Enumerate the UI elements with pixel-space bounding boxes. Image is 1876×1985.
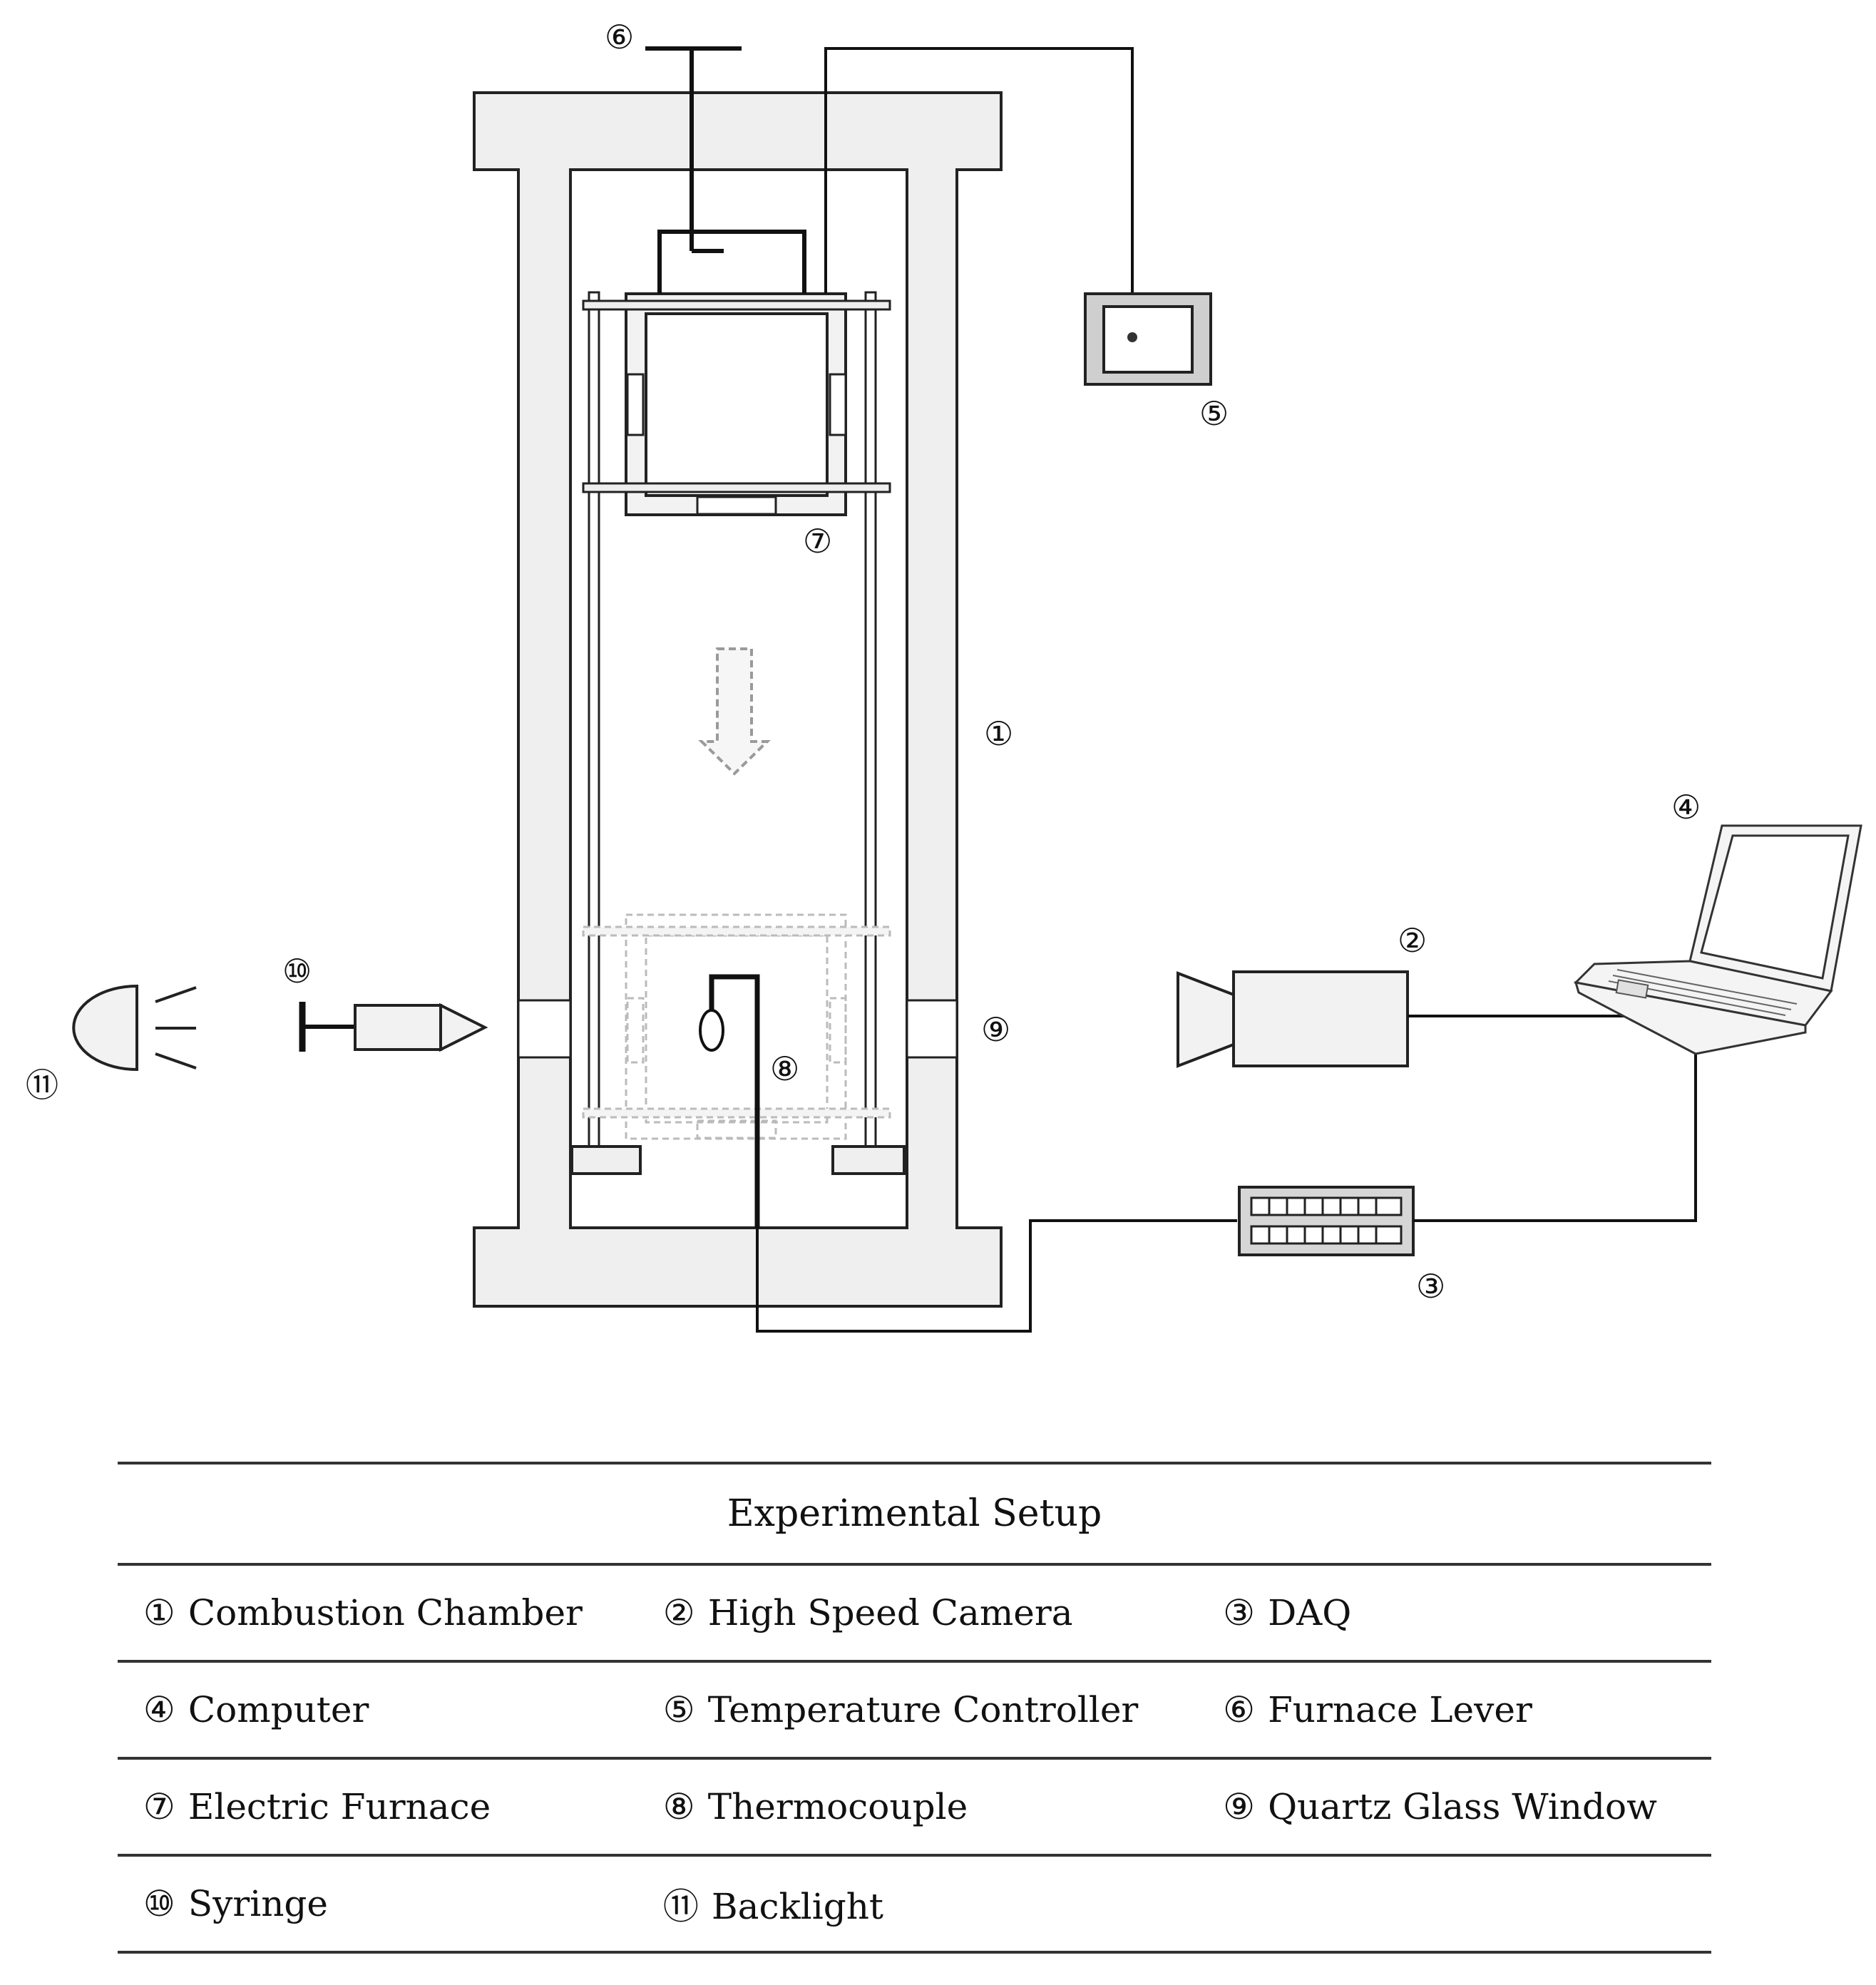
legend-title: Experimental Setup: [118, 1462, 1711, 1566]
temperature-controller: [1084, 292, 1212, 386]
legend-table: Experimental Setup ① Combustion Chamber ②…: [118, 1462, 1711, 1954]
marker-5: ⑤: [1199, 394, 1229, 433]
legend-number: ⑦: [143, 1786, 175, 1827]
legend-item: ⑩ Syringe: [118, 1854, 637, 1954]
legend-label: Temperature Controller: [707, 1689, 1139, 1730]
marker-4: ④: [1671, 788, 1701, 826]
legend-label: Electric Furnace: [188, 1786, 491, 1827]
legend-number: ④: [143, 1689, 175, 1730]
legend-label: Furnace Lever: [1268, 1689, 1532, 1730]
marker-2: ②: [1398, 921, 1427, 960]
legend-number: ②: [662, 1592, 695, 1633]
legend-title-row: Experimental Setup: [118, 1462, 1711, 1566]
legend-item: ⑧ Thermocouple: [637, 1757, 1198, 1857]
marker-11: ⑪: [26, 1066, 58, 1104]
marker-10: ⑩: [282, 952, 312, 990]
legend-number: ③: [1223, 1592, 1256, 1633]
legend-number: ①: [143, 1592, 175, 1633]
high-speed-camera: [1177, 970, 1409, 1068]
marker-6: ⑥: [605, 18, 634, 56]
legend-label: Computer: [188, 1689, 369, 1730]
computer: [1573, 824, 1862, 1055]
experimental-setup-diagram: ⑥ ⑤ ⑦ ① ④ ② ⑩ ⑨ ⑧ ⑪ ③: [26, 18, 1862, 1333]
legend-item: ⑥ Furnace Lever: [1197, 1660, 1711, 1760]
legend-number: ⑥: [1223, 1689, 1256, 1730]
marker-7: ⑦: [803, 522, 832, 560]
syringe: [299, 1002, 488, 1052]
marker-8: ⑧: [770, 1050, 799, 1088]
legend-item: ⑨ Quartz Glass Window: [1197, 1757, 1711, 1857]
legend-row: ① Combustion Chamber ② High Speed Camera ③…: [118, 1563, 1711, 1663]
electric-furnace: [582, 292, 891, 516]
legend-item: ⑤ Temperature Controller: [637, 1660, 1198, 1760]
furnace-lever: [645, 46, 806, 294]
marker-3: ③: [1416, 1267, 1445, 1306]
legend-item: ① Combustion Chamber: [118, 1563, 637, 1663]
legend-item: ⑪ Backlight: [637, 1854, 1198, 1954]
backlight: [72, 984, 197, 1072]
marker-9: ⑨: [981, 1010, 1010, 1049]
electric-furnace-lowered: [582, 913, 891, 1140]
legend-number: ⑤: [662, 1689, 695, 1730]
daq-computer-wire: [1413, 1054, 1697, 1222]
legend-number: ⑪: [662, 1886, 699, 1927]
controller-wire: [824, 47, 1134, 332]
legend-empty-cell: [1197, 1854, 1711, 1954]
legend-item: ④ Computer: [118, 1660, 637, 1760]
legend-number: ⑩: [143, 1883, 175, 1924]
legend-item: ② High Speed Camera: [637, 1563, 1198, 1663]
legend-row: ⑦ Electric Furnace ⑧ Thermocouple ⑨ Quartz …: [118, 1757, 1711, 1857]
support-blocks: [570, 1145, 906, 1175]
legend-item: ⑦ Electric Furnace: [118, 1757, 637, 1857]
legend-label: Backlight: [711, 1886, 884, 1927]
legend-label: DAQ: [1268, 1592, 1352, 1633]
legend-label: Combustion Chamber: [188, 1592, 583, 1633]
legend-label: High Speed Camera: [707, 1592, 1073, 1633]
daq: [1238, 1186, 1415, 1256]
legend-label: Syringe: [188, 1883, 329, 1924]
thermocouple: [699, 974, 1237, 1333]
legend-row: ⑩ Syringe ⑪ Backlight: [118, 1854, 1711, 1954]
legend-item: ③ DAQ: [1197, 1563, 1711, 1663]
legend-label: Quartz Glass Window: [1268, 1786, 1657, 1827]
quartz-glass-window: [517, 999, 958, 1059]
legend-number: ⑧: [662, 1786, 695, 1827]
legend-row: ④ Computer ⑤ Temperature Controller ⑥ Furna…: [118, 1660, 1711, 1760]
down-arrow-icon: [698, 647, 771, 776]
legend-label: Thermocouple: [707, 1786, 968, 1827]
marker-1: ①: [984, 714, 1013, 753]
legend-number: ⑨: [1223, 1786, 1256, 1827]
